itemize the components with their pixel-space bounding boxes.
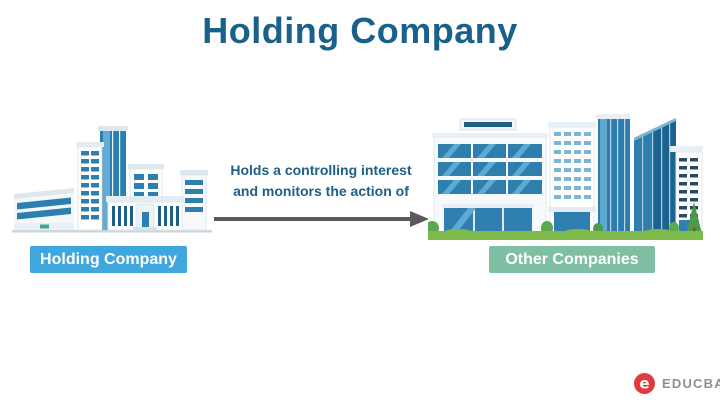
brand-logo: e EDUCBA: [633, 372, 720, 395]
low-slab-building: [14, 188, 74, 230]
relationship-text-line1: Holds a controlling interest: [230, 162, 412, 178]
right-arrow-icon: [214, 211, 429, 227]
relationship-text-line2: and monitors the action of: [233, 183, 409, 199]
white-tower: [76, 142, 104, 231]
educba-e-icon: e: [634, 373, 655, 394]
ground-line: [12, 230, 212, 233]
holding-company-label: Holding Company: [30, 246, 187, 273]
other-companies-buildings-illustration: [428, 114, 703, 240]
small-tower: [180, 170, 208, 231]
svg-text:e: e: [639, 375, 649, 393]
glass-tower-slanted: [634, 118, 676, 234]
brand-logo-text: EDUCBA: [662, 376, 720, 391]
entrance-hall: [106, 196, 184, 231]
office-building: [432, 118, 548, 235]
page-title: Holding Company: [202, 10, 518, 51]
other-companies-label: Other Companies: [489, 246, 655, 273]
mid-rise-building: [548, 122, 596, 235]
relationship: Holds a controlling interest and monitor…: [208, 160, 434, 228]
glass-tower-a: [596, 114, 630, 234]
holding-company-buildings-illustration: [12, 126, 212, 233]
grass-and-trees: [428, 202, 703, 240]
